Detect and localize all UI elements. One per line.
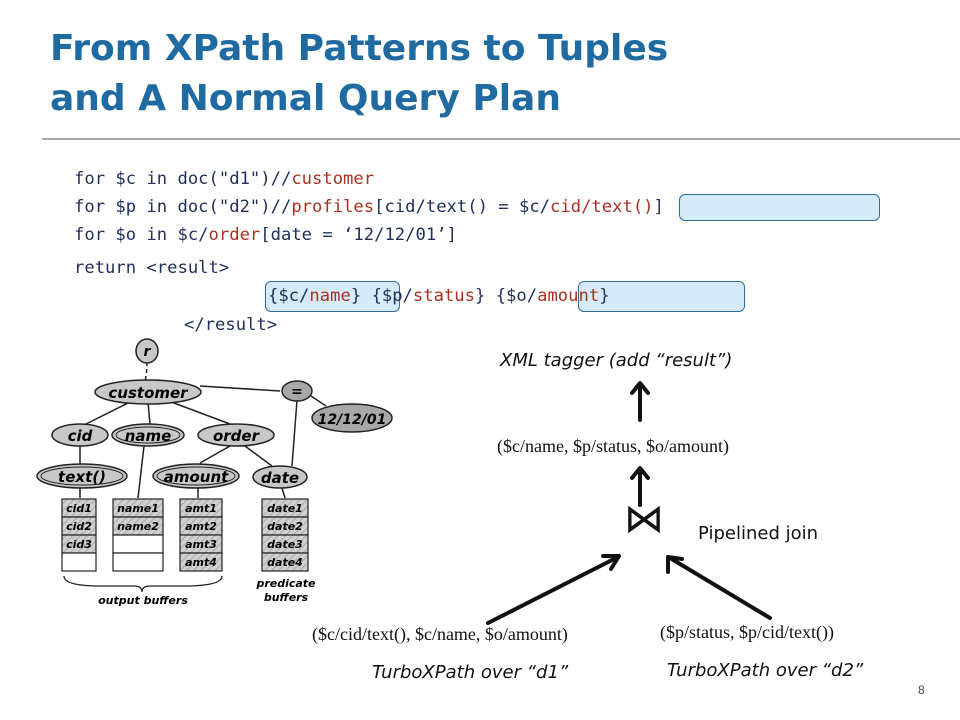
- query-line-2: for $p in doc("d2")//profiles[cid/text()…: [74, 194, 664, 220]
- left-input-tuple: ($c/cid/text(), $c/name, $o/amount): [312, 624, 568, 644]
- code-highlight-text: customer: [291, 169, 375, 189]
- code-text: for $o in $c/: [74, 225, 209, 245]
- left-source-label: TurboXPath over “d1”: [372, 662, 569, 683]
- buffer-cell: amt3: [185, 538, 217, 551]
- buffer-cell: cid2: [66, 520, 92, 533]
- pipelined-join-label: Pipelined join: [698, 523, 819, 544]
- right-input-tuple: ($p/status, $p/cid/text()): [660, 622, 834, 642]
- node-root: r: [135, 338, 159, 364]
- code-text: [date = ‘12/12/01’]: [260, 225, 457, 245]
- node-label: order: [213, 427, 261, 445]
- node-amount: amount: [152, 463, 240, 489]
- query-line-1: for $c in doc("d1")//customer: [74, 166, 374, 192]
- buffer-cell: date2: [267, 520, 303, 533]
- query-line-6: </result>: [184, 312, 277, 338]
- code-highlight-text: order: [208, 225, 261, 245]
- code-text: {$c/: [268, 286, 310, 306]
- node-label: 12/12/01: [318, 412, 387, 428]
- title-divider: [42, 138, 960, 140]
- highlight-box-name: [265, 281, 400, 312]
- buffer-cell: date1: [267, 502, 303, 515]
- node-order: order: [197, 423, 275, 447]
- node-date: date: [252, 465, 308, 489]
- buffer-cell: date4: [267, 556, 303, 569]
- buffer-amount: [179, 498, 223, 572]
- xml-tagger-label: XML tagger (add “result”): [500, 350, 733, 371]
- node-label: customer: [108, 384, 189, 402]
- code-text: } {$p/: [350, 286, 413, 306]
- node-label: name: [125, 427, 172, 445]
- node-equals: =: [281, 380, 313, 402]
- node-customer: customer: [94, 379, 202, 405]
- query-line-4: return <result>: [74, 255, 229, 281]
- output-buffers-label: output buffers: [98, 594, 188, 607]
- buffer-cell: name2: [117, 520, 159, 533]
- node-name: name: [111, 423, 185, 447]
- arrow-left-input: [486, 555, 620, 625]
- buffer-cid: [61, 498, 97, 572]
- title-line-1: From XPath Patterns to Tuples: [50, 28, 669, 69]
- buffer-cell: date3: [267, 538, 303, 551]
- code-text: [cid/text() = $c/: [374, 197, 551, 217]
- buffer-cell: name1: [117, 502, 159, 515]
- slide-title: From XPath Patterns to Tuples and A Norm…: [50, 24, 668, 124]
- predicate-buffers-label: buffers: [264, 591, 309, 604]
- node-date-value: 12/12/01: [311, 403, 393, 433]
- plan-arrows: [486, 381, 772, 625]
- right-source-label: TurboXPath over “d2”: [667, 660, 864, 681]
- code-text: for $c in doc("d1")//: [74, 169, 292, 189]
- code-text: ]: [653, 197, 664, 217]
- code-text: }: [599, 286, 610, 306]
- highlight-box-cid: [679, 194, 880, 221]
- code-highlight-text: amount: [537, 286, 600, 306]
- code-text: for $p in doc("d2")//: [74, 197, 292, 217]
- node-label: cid: [68, 427, 93, 445]
- buffer-cell: amt2: [185, 520, 217, 533]
- node-label: text(): [58, 468, 106, 486]
- buffer-cell: cid1: [66, 502, 92, 515]
- buffer-values: cid1 cid2 cid3 name1 name2 amt1 amt2 amt…: [66, 502, 303, 569]
- node-cid: cid: [51, 423, 109, 447]
- code-text: </result>: [184, 315, 278, 335]
- node-label: amount: [164, 468, 229, 486]
- code-highlight-text: status: [412, 286, 475, 306]
- buffer-cell: amt1: [185, 502, 217, 515]
- code-text: } {$o/: [475, 286, 538, 306]
- page-number: 8: [918, 683, 925, 697]
- buffer-name: [112, 498, 164, 572]
- code-highlight-text: name: [309, 286, 351, 306]
- query-line-3: for $o in $c/order[date = ‘12/12/01’]: [74, 222, 457, 248]
- title-line-2: and A Normal Query Plan: [50, 78, 561, 119]
- tree-edges: [79, 361, 327, 499]
- buffer-date: [261, 498, 309, 572]
- join-symbol: ⋈: [624, 496, 664, 542]
- code-highlight-text: profiles: [291, 197, 375, 217]
- buffer-cell: cid3: [66, 538, 92, 551]
- node-label: date: [261, 469, 299, 487]
- node-label: =: [291, 384, 303, 400]
- highlight-box-amount: [578, 281, 745, 312]
- arrow-right-input: [668, 556, 772, 620]
- buffer-cell: amt4: [185, 556, 217, 569]
- code-text: return <result>: [74, 258, 230, 278]
- node-text: text(): [36, 463, 128, 489]
- query-line-5: {$c/name} {$p/status} {$o/amount}: [268, 283, 610, 309]
- join-output-tuple: ($c/name, $p/status, $o/amount): [497, 436, 729, 456]
- code-highlight-text: cid/text(): [550, 197, 654, 217]
- node-label: r: [144, 344, 152, 360]
- output-buffers-brace: [63, 575, 223, 593]
- predicate-buffers-label: predicate: [255, 577, 316, 590]
